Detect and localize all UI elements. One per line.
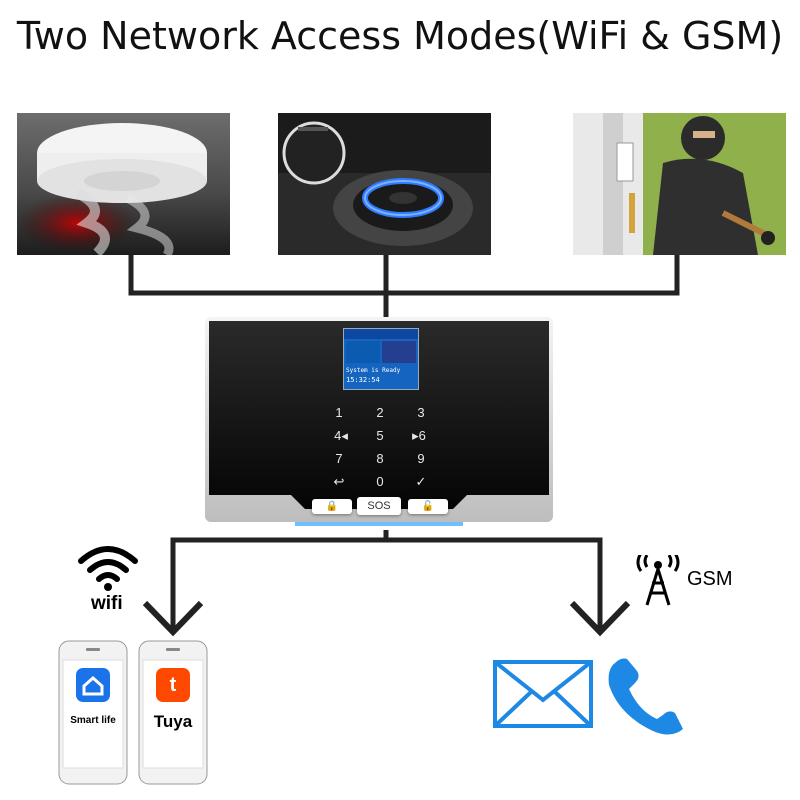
key-5[interactable]: 5 <box>376 428 384 443</box>
smoke-detector-photo <box>17 113 230 255</box>
wifi-icon <box>78 546 138 591</box>
arrow-down-icon <box>569 600 631 637</box>
key-confirm[interactable]: ✓ <box>415 474 427 489</box>
phone-smart-life: Smart life <box>58 640 128 785</box>
key-1[interactable]: 1 <box>335 405 343 420</box>
disarm-lock-button[interactable]: 🔓 <box>408 499 448 514</box>
smoke-detector-icon <box>17 123 207 255</box>
gsm-tower-icon <box>636 555 680 606</box>
arm-lock-button[interactable]: 🔒 <box>312 499 352 514</box>
key-8[interactable]: 8 <box>376 451 384 466</box>
gas-stove-photo <box>278 113 491 255</box>
smart-life-home-icon[interactable] <box>76 668 110 702</box>
tuya-t-icon[interactable]: t <box>156 668 190 702</box>
burglar-door-photo <box>573 113 786 255</box>
intruder-door-icon <box>573 113 786 255</box>
key-3[interactable]: 3 <box>417 405 425 420</box>
envelope-icon <box>493 660 593 728</box>
page-title: Two Network Access Modes(WiFi & GSM) <box>16 14 784 58</box>
lcd-time: 15:32:54 <box>346 376 380 384</box>
lcd-status-line: System is Ready <box>346 367 401 374</box>
key-0[interactable]: 0 <box>376 474 384 489</box>
key-7[interactable]: 7 <box>335 451 343 466</box>
smart-life-label: Smart life <box>70 715 116 726</box>
key-2[interactable]: 2 <box>376 405 384 420</box>
key-4[interactable]: 4◂ <box>334 428 348 443</box>
arrow-down-icon <box>142 600 204 637</box>
alarm-control-panel <box>205 317 553 530</box>
gsm-label: GSM <box>687 568 733 590</box>
key-9[interactable]: 9 <box>417 451 425 466</box>
phone-tuya: t Tuya <box>138 640 208 785</box>
key-back[interactable]: ↩ <box>333 474 345 489</box>
tuya-label: Tuya <box>153 712 193 731</box>
phone-handset-icon <box>608 658 683 735</box>
gas-burner-icon <box>278 121 491 255</box>
key-6[interactable]: ▸6 <box>412 428 426 443</box>
lcd-screen: System is Ready 15:32:54 <box>343 328 419 390</box>
wifi-label: wifi <box>91 593 123 614</box>
sos-button[interactable]: SOS <box>357 497 401 515</box>
